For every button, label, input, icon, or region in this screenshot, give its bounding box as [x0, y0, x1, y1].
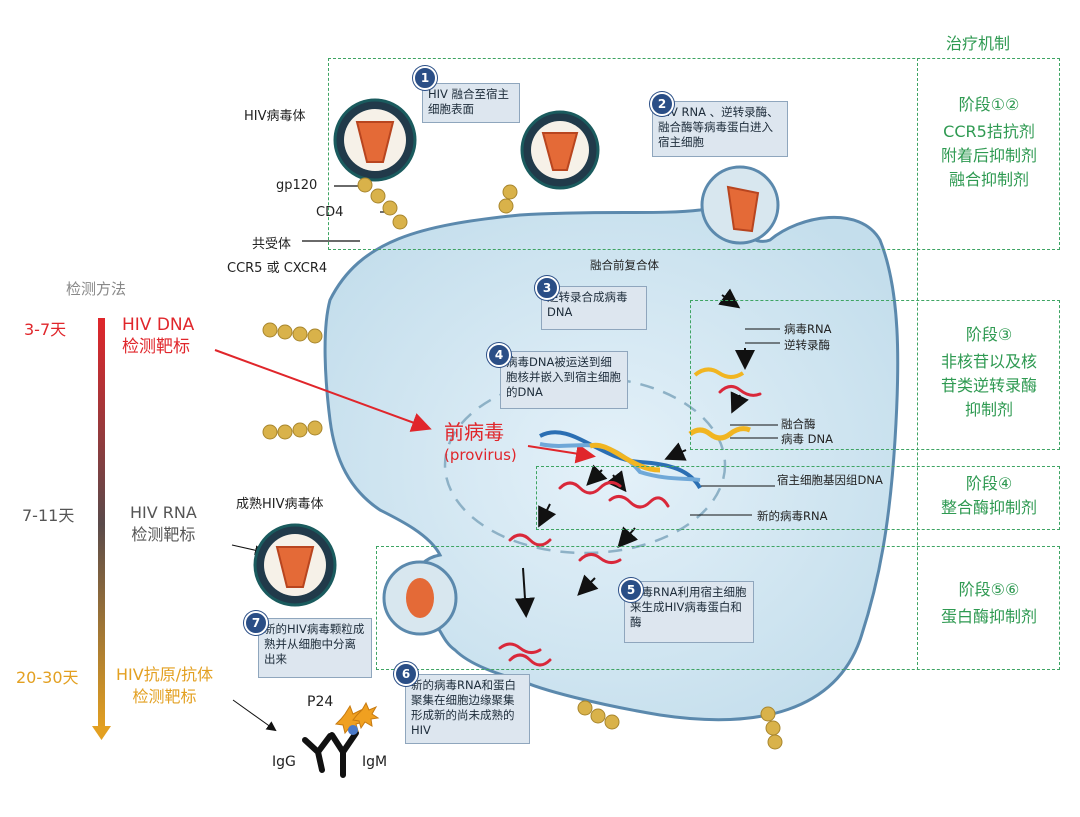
- stage12-title: 阶段①②: [958, 95, 1020, 114]
- step6-box: 新的病毒RNA和蛋白聚集在细胞边缘聚集形成新的尚未成熟的HIV: [405, 674, 530, 744]
- timeline-target-2: HIV RNA 检测靶标: [130, 502, 197, 546]
- step7-box: 新的HIV病毒颗粒成熟并从细胞中分离出来: [258, 618, 372, 678]
- step7-badge: 7: [244, 611, 268, 635]
- timeline-target-3-line1: HIV抗原/抗体: [116, 665, 214, 684]
- detection-header: 检测方法: [66, 280, 127, 298]
- preintegration-label: 融合前复合体: [590, 258, 659, 272]
- stage12-line2: 附着后抑制剂: [940, 146, 1037, 165]
- host-cell: [323, 208, 900, 722]
- step2-box: HIV RNA 、逆转录酶、融合酶等病毒蛋白进入宿主细胞: [652, 101, 788, 157]
- cd4-label: CD4: [316, 205, 344, 220]
- timeline-target-2-line2: 检测靶标: [131, 525, 196, 544]
- timeline-target-3: HIV抗原/抗体 检测靶标: [116, 664, 213, 708]
- stage12-panel: [328, 58, 1060, 250]
- step1-badge: 1: [413, 66, 437, 90]
- stage4-title: 阶段④: [965, 474, 1013, 493]
- hiv-virion-label: HIV病毒体: [244, 109, 306, 124]
- budding-virion: [382, 560, 458, 636]
- viral-rna-label: 病毒RNA: [784, 322, 832, 336]
- step6-badge: 6: [394, 662, 418, 686]
- mature-virion-label: 成熟HIV病毒体: [236, 497, 324, 512]
- step2-badge: 2: [650, 92, 674, 116]
- stage12-line3: 融合抑制剂: [948, 170, 1029, 189]
- step4-box: 病毒DNA被运送到细胞核并嵌入到宿主细胞的DNA: [500, 351, 628, 409]
- stage3-line1: 非核苷以及核: [940, 352, 1037, 371]
- host-dna-helix: [539, 430, 702, 490]
- antibody-igm: [329, 730, 359, 778]
- timeline-days-3: 20-30天: [16, 668, 79, 687]
- step4-badge: 4: [487, 343, 511, 367]
- timeline-days-1: 3-7天: [24, 320, 67, 339]
- stage3-panel: [690, 300, 1060, 450]
- virion-1: [333, 98, 417, 182]
- stage12-text: 阶段①② CCR5拮抗剂 附着后抑制剂 融合抑制剂: [920, 93, 1058, 192]
- igg-label: IgG: [272, 754, 296, 770]
- viral-dna-label: 病毒 DNA: [781, 432, 833, 446]
- virion-mature: [253, 523, 337, 607]
- timeline-target-1-line2: 检测靶标: [122, 337, 190, 357]
- nucleus: [443, 375, 727, 555]
- timeline-target-1-line1: HIV DNA: [122, 315, 195, 335]
- provirus-label: 前病毒: [444, 420, 504, 444]
- step5-badge: 5: [619, 578, 643, 602]
- stage4-panel: [536, 466, 1060, 530]
- virion-2: [520, 110, 600, 190]
- mechanism-divider: [917, 58, 918, 670]
- timeline-target-1: HIV DNA 检测靶标: [122, 314, 194, 358]
- timeline-target-3-line2: 检测靶标: [132, 687, 197, 706]
- coreceptor-label: 共受体: [252, 237, 292, 252]
- stage3-title: 阶段③: [965, 325, 1013, 344]
- reverse-transcriptase-label: 逆转录酶: [784, 338, 830, 352]
- virion-entering: [700, 165, 780, 245]
- timeline-target-2-line1: HIV RNA: [130, 503, 197, 522]
- stage56-panel: [376, 546, 1060, 670]
- coreceptor-types-label: CCR5 或 CXCR4: [227, 261, 328, 276]
- p24-label: P24: [307, 694, 334, 710]
- stage3-text: 阶段③ 非核苷以及核 苷类逆转录酶 抑制剂: [920, 323, 1058, 422]
- step3-box: 逆转录合成病毒DNA: [541, 286, 647, 330]
- stage56-title: 阶段⑤⑥: [958, 580, 1020, 599]
- step5-box: 病毒RNA利用宿主细胞来生成HIV病毒蛋白和酶: [624, 581, 754, 643]
- stage3-line2: 苷类逆转录酶: [940, 376, 1037, 395]
- host-dna-label: 宿主细胞基因组DNA: [777, 473, 883, 487]
- gp120-label: gp120: [276, 178, 318, 193]
- timeline-bar: [98, 318, 105, 730]
- stage12-line1: CCR5拮抗剂: [943, 122, 1035, 141]
- step1-box: HIV 融合至宿主细胞表面: [422, 83, 520, 123]
- stage56-text: 阶段⑤⑥ 蛋白酶抑制剂: [920, 578, 1058, 629]
- stage56-line1: 蛋白酶抑制剂: [940, 607, 1037, 626]
- provirus-en-label: (provirus): [444, 446, 517, 464]
- mechanism-header: 治疗机制: [946, 34, 1011, 53]
- stage3-line3: 抑制剂: [964, 400, 1013, 419]
- igm-label: IgM: [362, 754, 388, 770]
- new-viral-rna-label: 新的病毒RNA: [757, 509, 828, 523]
- stage4-text: 阶段④ 整合酶抑制剂: [920, 472, 1058, 520]
- step3-badge: 3: [535, 276, 559, 300]
- antibody-igg: [302, 733, 333, 773]
- integrase-label: 融合酶: [781, 417, 816, 431]
- timeline-days-2: 7-11天: [22, 506, 75, 525]
- stage4-line1: 整合酶抑制剂: [940, 498, 1037, 517]
